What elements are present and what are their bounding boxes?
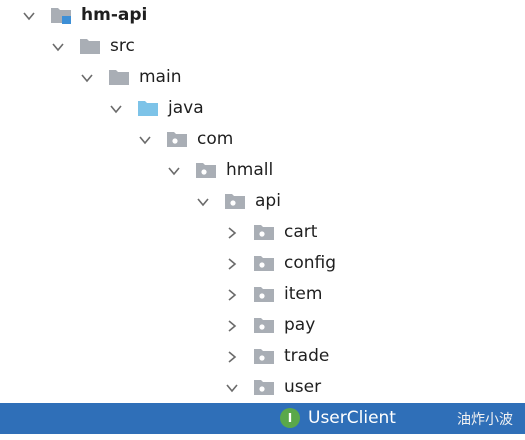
tree-item-label: java xyxy=(168,98,204,118)
tree-row-item[interactable]: item xyxy=(0,279,525,310)
chevron-right-icon[interactable] xyxy=(225,287,239,301)
package-icon xyxy=(195,161,217,179)
folder-icon xyxy=(79,37,101,55)
tree-item-label: main xyxy=(139,67,182,87)
tree-item-label: api xyxy=(255,191,281,211)
tree-item-label: hm-api xyxy=(81,5,148,25)
chevron-down-icon[interactable] xyxy=(196,194,210,208)
tree-item-label: config xyxy=(284,253,337,273)
tree-row-hm-api[interactable]: hm-api xyxy=(0,0,525,31)
interface-icon: I xyxy=(280,408,300,428)
tree-row-main[interactable]: main xyxy=(0,62,525,93)
chevron-down-icon[interactable] xyxy=(167,163,181,177)
package-icon xyxy=(253,378,275,396)
package-icon xyxy=(253,223,275,241)
tree-row-config[interactable]: config xyxy=(0,248,525,279)
package-icon xyxy=(224,192,246,210)
package-icon xyxy=(166,130,188,148)
tree-item-label: com xyxy=(197,129,234,149)
tree-row-pay[interactable]: pay xyxy=(0,310,525,341)
tree-item-label: user xyxy=(284,377,322,397)
tree-item-label: cart xyxy=(284,222,318,242)
tree-item-label: item xyxy=(284,284,323,304)
module-icon xyxy=(50,6,72,24)
chevron-right-icon[interactable] xyxy=(225,318,239,332)
source-folder-icon xyxy=(137,99,159,117)
tree-row-userclient[interactable]: I UserClient 油炸小波 xyxy=(0,403,525,434)
tree-row-com[interactable]: com xyxy=(0,124,525,155)
tree-row-trade[interactable]: trade xyxy=(0,341,525,372)
tree-item-label: UserClient xyxy=(308,408,396,428)
chevron-down-icon[interactable] xyxy=(51,39,65,53)
tree-row-api[interactable]: api xyxy=(0,186,525,217)
chevron-down-icon[interactable] xyxy=(80,70,94,84)
tree-row-hmall[interactable]: hmall xyxy=(0,155,525,186)
tree-row-src[interactable]: src xyxy=(0,31,525,62)
tree-item-label: pay xyxy=(284,315,316,335)
chevron-right-icon[interactable] xyxy=(225,256,239,270)
tree-row-user[interactable]: user xyxy=(0,372,525,403)
tree-item-label: src xyxy=(110,36,135,56)
chevron-down-icon[interactable] xyxy=(225,380,239,394)
chevron-right-icon[interactable] xyxy=(225,349,239,363)
folder-icon xyxy=(108,68,130,86)
chevron-down-icon[interactable] xyxy=(138,132,152,146)
package-icon xyxy=(253,316,275,334)
interface-icon-letter: I xyxy=(287,411,293,425)
tree-item-label: hmall xyxy=(226,160,274,180)
tree-row-cart[interactable]: cart xyxy=(0,217,525,248)
tree-item-label: trade xyxy=(284,346,330,366)
package-icon xyxy=(253,347,275,365)
package-icon xyxy=(253,254,275,272)
chevron-down-icon[interactable] xyxy=(22,8,36,22)
watermark: 油炸小波 xyxy=(457,412,513,428)
package-icon xyxy=(253,285,275,303)
chevron-right-icon[interactable] xyxy=(225,225,239,239)
chevron-down-icon[interactable] xyxy=(109,101,123,115)
tree-row-java[interactable]: java xyxy=(0,93,525,124)
